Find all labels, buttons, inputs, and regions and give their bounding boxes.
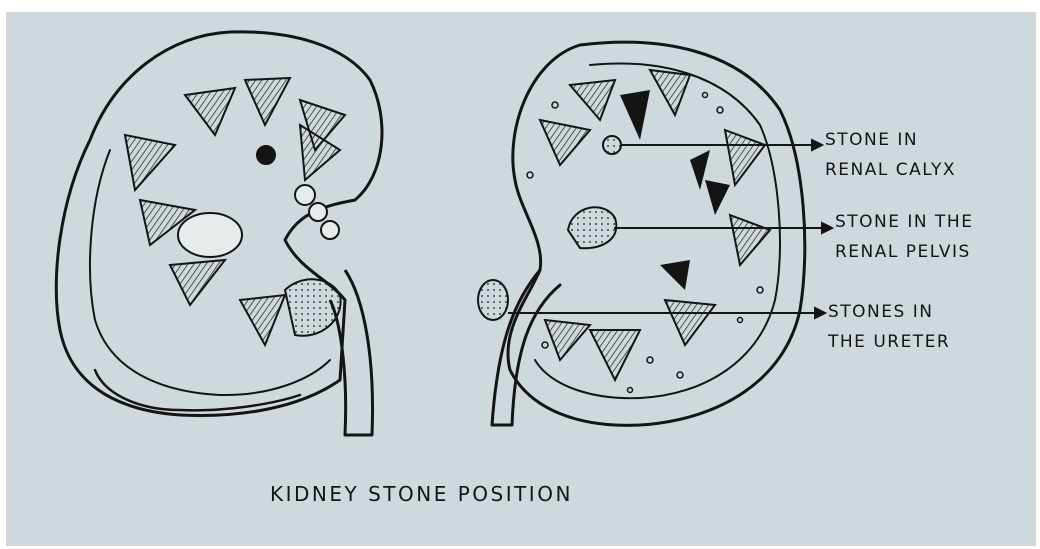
label-renal-pelvis-line2: RENAL PELVIS bbox=[835, 237, 973, 267]
label-renal-pelvis-line1: STONE IN THE bbox=[835, 207, 973, 237]
paper-background bbox=[6, 12, 1036, 546]
label-renal-calyx: STONE IN RENAL CALYX bbox=[825, 125, 956, 185]
label-ureter-line1: STONES IN bbox=[828, 297, 950, 327]
label-renal-calyx-line1: STONE IN bbox=[825, 125, 956, 155]
diagram-title: KIDNEY STONE POSITION bbox=[270, 482, 573, 506]
label-ureter-line2: THE URETER bbox=[828, 327, 950, 357]
label-ureter: STONES IN THE URETER bbox=[828, 297, 950, 357]
label-renal-pelvis: STONE IN THE RENAL PELVIS bbox=[835, 207, 973, 267]
label-renal-calyx-line2: RENAL CALYX bbox=[825, 155, 956, 185]
